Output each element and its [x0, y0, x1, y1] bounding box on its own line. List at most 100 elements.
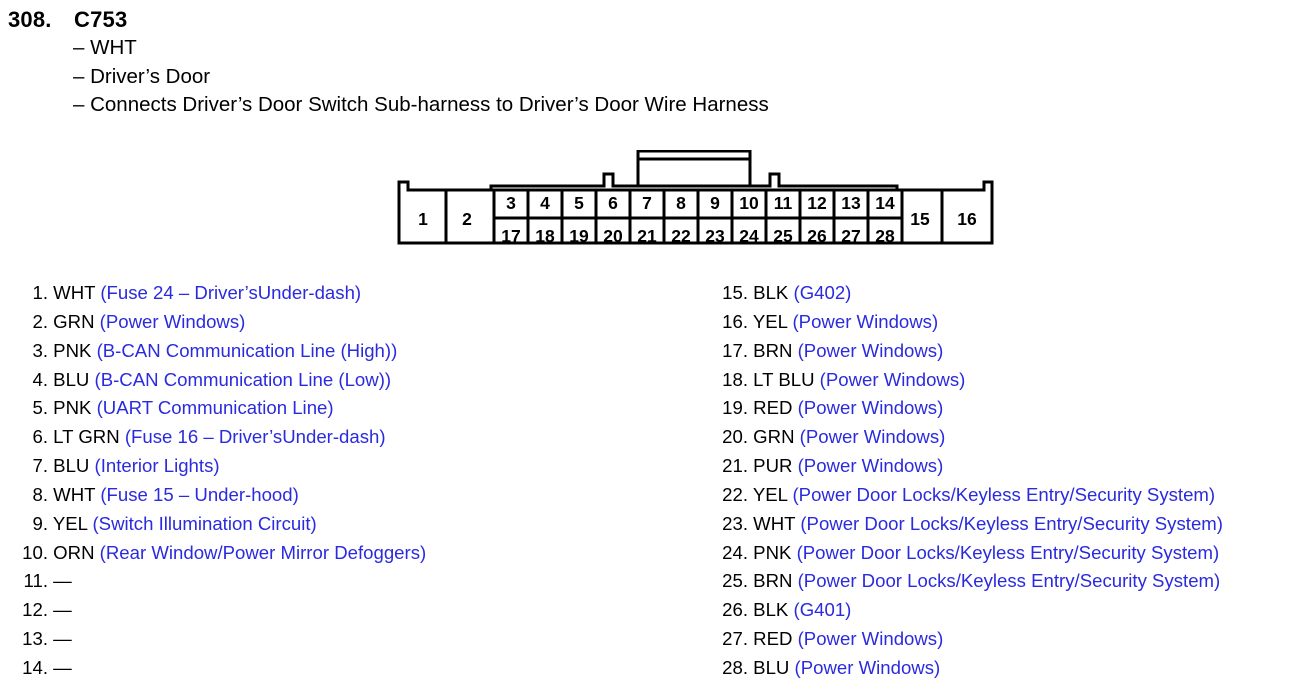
wire-color: LT GRN [53, 426, 120, 448]
pin-number: 1 [418, 209, 428, 229]
wire-index: 15. [722, 282, 748, 303]
wire-index: 4. [32, 368, 48, 390]
wire-index: 3. [32, 339, 48, 361]
wire-index: 5. [32, 397, 48, 419]
wire-color: YEL [52, 512, 88, 534]
pin-number: 8 [676, 193, 686, 213]
wire-color: RED [753, 397, 793, 419]
wire-row: 2. GRN (Power Windows) [8, 308, 426, 337]
wire-color: PNK [753, 541, 792, 563]
wire-row: 28. BLU (Power Windows) [708, 654, 1223, 683]
wire-color: PNK [53, 339, 92, 361]
wire-description: (Rear Window/Power Mirror Defoggers) [99, 541, 427, 563]
wire-description: (Switch Illumination Circuit) [92, 512, 317, 534]
wire-index: 25. [722, 570, 748, 592]
wire-description: (B-CAN Communication Line (Low)) [94, 368, 392, 390]
wire-row: 16. YEL (Power Windows) [708, 308, 1223, 337]
wire-description: (G402) [793, 282, 852, 303]
wire-row: 18. LT BLU (Power Windows) [708, 366, 1223, 395]
pin-number: 24 [739, 226, 759, 246]
wire-index: 12. [22, 599, 48, 621]
pin-number: 18 [535, 226, 555, 246]
pin-number: 27 [841, 226, 860, 246]
wire-index: 9. [32, 512, 48, 534]
pin-number: 15 [910, 209, 930, 229]
pin-number: 12 [807, 193, 827, 213]
pin-number: 22 [671, 226, 691, 246]
wire-description: (Fuse 24 – Driver’sUnder-dash) [100, 282, 362, 303]
wire-row: 6. LT GRN (Fuse 16 – Driver’sUnder-dash) [8, 423, 426, 452]
pin-number: 19 [569, 226, 589, 246]
wire-row: 22. YEL (Power Door Locks/Keyless Entry/… [708, 481, 1223, 510]
wire-description: (Power Windows) [797, 339, 944, 361]
wire-row: 8. WHT (Fuse 15 – Under-hood) [8, 481, 426, 510]
wire-row: 10. ORN (Rear Window/Power Mirror Defogg… [8, 539, 426, 568]
wire-row: 20. GRN (Power Windows) [708, 423, 1223, 452]
wire-row: 23. WHT (Power Door Locks/Keyless Entry/… [708, 510, 1223, 539]
wire-description: (Power Windows) [794, 656, 941, 678]
wire-index: 26. [722, 599, 748, 621]
wire-color: LT BLU [753, 368, 815, 390]
wire-row: 15. BLK (G402) [708, 279, 1223, 308]
wire-index: 17. [722, 339, 748, 361]
connector-face: 3174185196207218229231024112512261327142… [397, 150, 994, 246]
pin-number: 10 [739, 193, 759, 213]
pin-number: 2 [462, 209, 472, 229]
wire-description: (Power Door Locks/Keyless Entry/Security… [797, 570, 1221, 592]
wire-color: RED [753, 628, 793, 650]
wire-description: (Power Door Locks/Keyless Entry/Security… [792, 483, 1216, 505]
wire-color: WHT [753, 512, 796, 534]
connector-notes: – WHT – Driver’s Door – Connects Driver’… [73, 34, 769, 120]
pin-number: 5 [574, 193, 584, 213]
pin-number: 11 [774, 193, 793, 213]
wire-row: 3. PNK (B-CAN Communication Line (High)) [8, 337, 426, 366]
wire-index: 20. [722, 426, 748, 448]
pin-number: 26 [807, 226, 827, 246]
wire-color: — [53, 628, 72, 650]
wire-index: 13. [22, 628, 48, 650]
wire-index: 28. [722, 656, 748, 678]
wire-index: 19. [722, 397, 748, 419]
wire-color: WHT [53, 483, 96, 505]
connector-id: C753 [74, 7, 128, 32]
pin-number: 21 [637, 226, 657, 246]
wire-description: (Fuse 15 – Under-hood) [100, 483, 299, 505]
wire-row: 21. PUR (Power Windows) [708, 452, 1223, 481]
wire-description: (UART Communication Line) [96, 397, 334, 419]
pin-number: 14 [875, 193, 895, 213]
wire-index: 7. [32, 455, 48, 477]
wire-description: (Power Windows) [99, 310, 246, 332]
note-location: – Driver’s Door [73, 64, 211, 88]
pin-number: 23 [705, 226, 725, 246]
wire-color: — [53, 570, 72, 592]
wire-list-right: 15. BLK (G402)16. YEL (Power Windows)17.… [708, 279, 1223, 683]
wire-row: 17. BRN (Power Windows) [708, 337, 1223, 366]
wire-color: GRN [53, 310, 95, 332]
wire-index: 23. [722, 512, 748, 534]
wire-color: BRN [753, 339, 793, 361]
pin-number: 13 [841, 193, 861, 213]
wire-index: 14. [22, 656, 48, 678]
wire-color: BLU [753, 656, 790, 678]
wire-index: 11. [23, 570, 48, 592]
wire-index: 21. [722, 455, 748, 477]
note-color: – WHT [73, 36, 137, 59]
wire-row: 27. RED (Power Windows) [708, 625, 1223, 654]
wire-color: ORN [53, 541, 95, 563]
wire-row: 11. — [8, 567, 426, 596]
wire-row: 26. BLK (G401) [708, 596, 1223, 625]
wire-description: (Power Windows) [797, 455, 944, 477]
wire-description: (Power Door Locks/Keyless Entry/Security… [800, 512, 1223, 534]
wire-index: 1. [32, 282, 48, 303]
wire-color: YEL [752, 310, 788, 332]
pin-number: 3 [506, 193, 516, 213]
wire-index: 6. [32, 426, 48, 448]
pin-number: 20 [603, 226, 623, 246]
wire-row: 5. PNK (UART Communication Line) [8, 394, 426, 423]
wire-index: 8. [32, 483, 48, 505]
wire-row: 13. — [8, 625, 426, 654]
pin-number: 28 [875, 226, 895, 246]
wire-index: 27. [722, 628, 748, 650]
wire-row: 9. YEL (Switch Illumination Circuit) [8, 510, 426, 539]
